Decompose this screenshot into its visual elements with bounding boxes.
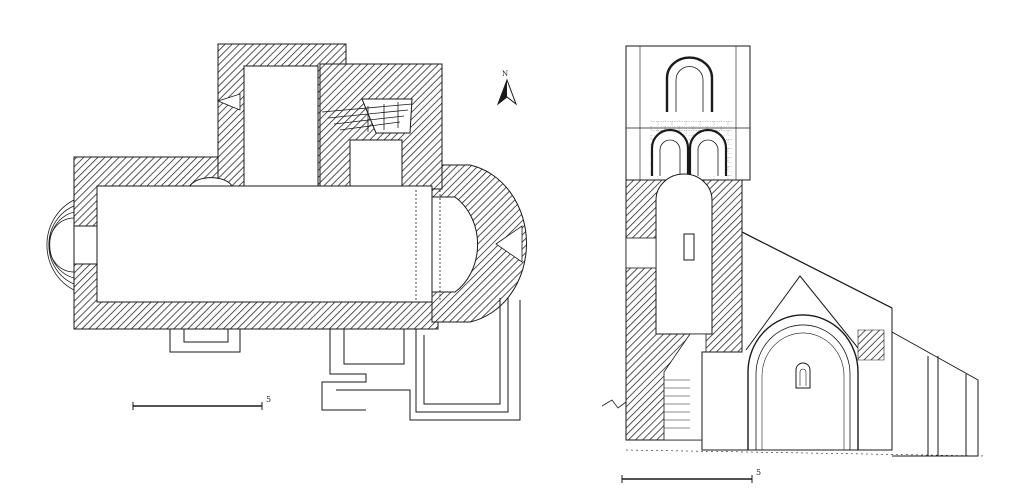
elevation-scale-label: 5 — [756, 468, 761, 477]
floor-plan: N 5 — [46, 43, 528, 421]
plan-east-window — [495, 225, 523, 263]
lean-to-elevation — [891, 331, 979, 457]
plan-stair-treads — [321, 102, 413, 132]
tower-stair — [663, 333, 707, 441]
ground-line — [625, 449, 986, 457]
plan-tower-window — [216, 93, 241, 111]
plan-west-arcs — [46, 199, 75, 291]
plan-scale-bar: 5 — [132, 395, 271, 410]
plan-interiors — [73, 65, 479, 303]
north-letter: N — [502, 70, 508, 78]
belfry-twin-arches — [650, 128, 728, 176]
apse-arch — [747, 314, 859, 450]
north-arrow-icon: N — [496, 70, 518, 106]
nave-elevation — [701, 231, 893, 451]
tower-slit-window — [683, 233, 695, 261]
plan-south-foundations — [169, 298, 521, 421]
apse-window — [795, 362, 811, 389]
plan-scale-label: 5 — [266, 395, 271, 404]
elevation-scale-bar: 5 — [621, 468, 761, 483]
belfry-upper-arch — [665, 56, 714, 112]
tower-upper — [625, 45, 751, 181]
section-elevation: 5 — [601, 45, 986, 483]
